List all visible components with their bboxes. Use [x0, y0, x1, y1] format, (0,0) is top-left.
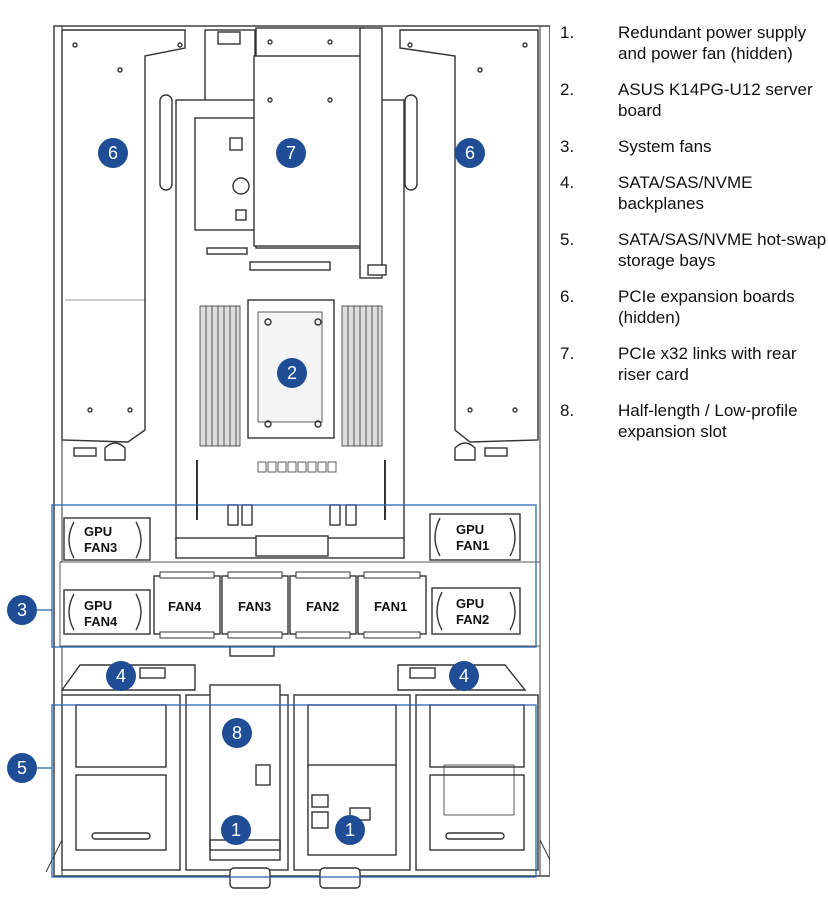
callout-7: 7: [276, 138, 306, 168]
legend-item-7: 7. PCIe x32 links with rear riser card: [560, 343, 828, 385]
svg-text:FAN3: FAN3: [238, 599, 271, 614]
svg-text:FAN3: FAN3: [84, 540, 117, 555]
legend-number: 3.: [560, 137, 575, 156]
callout-4-left-label: 4: [116, 666, 126, 686]
pcie-expansion-board-right: [382, 29, 539, 461]
gpu-fan3: GPU FAN3: [63, 517, 151, 561]
system-fans: FAN4 FAN3 FAN2 FAN1: [153, 571, 427, 639]
svg-text:4: 4: [116, 666, 126, 686]
callout-3: 3: [7, 595, 37, 625]
system-fan-2: FAN2: [289, 571, 357, 639]
gpu-fan1-line1: GPU: [456, 522, 484, 537]
callout-1-right-label: 1: [345, 820, 355, 840]
system-fan-1-label: FAN1: [374, 599, 407, 614]
svg-text:GPU: GPU: [84, 598, 112, 613]
callout-7-label: 7: [286, 143, 296, 163]
svg-text:6: 6: [108, 143, 118, 163]
svg-text:FAN4: FAN4: [84, 614, 118, 629]
svg-text:5: 5: [17, 758, 27, 778]
svg-text:GPU: GPU: [456, 522, 484, 537]
gpu-fan1: GPU FAN1: [429, 513, 521, 561]
server-layout-diagram: GPU FAN3 GPU FAN4 GPU FAN1 GPU FAN2 FAN4: [7, 25, 550, 889]
callout-8: 8: [222, 718, 252, 748]
legend-text: System fans: [618, 137, 712, 156]
svg-text:GPU: GPU: [456, 596, 484, 611]
system-fan-2-label: FAN2: [306, 599, 339, 614]
callout-4-right: 4: [449, 661, 479, 691]
system-fan-3-label: FAN3: [238, 599, 271, 614]
legend-text: SATA/SAS/NVME backplanes: [618, 173, 753, 213]
legend-item-4: 4. SATA/SAS/NVME backplanes: [560, 172, 828, 214]
legend-number: 7.: [560, 344, 575, 363]
storage-bay-4: [415, 694, 539, 871]
callout-4-left: 4: [106, 661, 136, 691]
system-fan-3: FAN3: [221, 571, 289, 639]
legend-item-6: 6. PCIe expansion boards (hidden): [560, 286, 828, 328]
component-legend: 1. Redundant power supply and power fan (…: [560, 22, 828, 457]
svg-text:FAN2: FAN2: [456, 612, 489, 627]
system-fan-4: FAN4: [153, 571, 221, 639]
svg-text:FAN1: FAN1: [374, 599, 407, 614]
callout-5: 5: [7, 753, 37, 783]
gpu-fan3-line2: FAN3: [84, 540, 117, 555]
legend-text: ASUS K14PG-U12 server board: [618, 80, 813, 120]
legend-text: SATA/SAS/NVME hot-swap storage bays: [618, 230, 827, 270]
callout-8-label: 8: [232, 723, 242, 743]
svg-text:6: 6: [465, 143, 475, 163]
legend-item-3: 3. System fans: [560, 136, 828, 157]
callout-6-left-label: 6: [108, 143, 118, 163]
legend-text: PCIe x32 links with rear riser card: [618, 344, 797, 384]
system-fan-1: FAN1: [357, 571, 427, 639]
pcie-expansion-board-left: [61, 29, 193, 461]
callout-2: 2: [277, 358, 307, 388]
storage-bay-1: [61, 694, 181, 871]
gpu-fan2-line1: GPU: [456, 596, 484, 611]
gpu-fan2: GPU FAN2: [431, 587, 521, 635]
gpu-fan4-line2: FAN4: [84, 614, 118, 629]
legend-item-8: 8. Half-length / Low-profile expansion sl…: [560, 400, 828, 442]
system-fan-4-label: FAN4: [168, 599, 202, 614]
gpu-fan4: GPU FAN4: [63, 589, 151, 635]
svg-text:FAN1: FAN1: [456, 538, 489, 553]
callout-6-right-label: 6: [465, 143, 475, 163]
legend-text: Redundant power supply and power fan (hi…: [618, 23, 807, 63]
svg-text:GPU: GPU: [84, 524, 112, 539]
svg-text:1: 1: [231, 820, 241, 840]
svg-text:1: 1: [345, 820, 355, 840]
svg-text:4: 4: [459, 666, 469, 686]
legend-number: 5.: [560, 230, 575, 249]
gpu-fan1-line2: FAN1: [456, 538, 489, 553]
legend-number: 6.: [560, 287, 575, 306]
callout-1-left-label: 1: [231, 820, 241, 840]
legend-item-1: 1. Redundant power supply and power fan (…: [560, 22, 828, 64]
svg-text:2: 2: [287, 363, 297, 383]
callout-3-label: 3: [17, 600, 27, 620]
callout-4-right-label: 4: [459, 666, 469, 686]
svg-text:7: 7: [286, 143, 296, 163]
gpu-fan3-line1: GPU: [84, 524, 112, 539]
legend-text: PCIe expansion boards (hidden): [618, 287, 795, 327]
storage-bays-highlight: [51, 704, 537, 878]
callout-6-right: 6: [455, 138, 485, 168]
svg-text:FAN2: FAN2: [306, 599, 339, 614]
gpu-fan4-line1: GPU: [84, 598, 112, 613]
callout-6-left: 6: [98, 138, 128, 168]
legend-item-5: 5. SATA/SAS/NVME hot-swap storage bays: [560, 229, 828, 271]
svg-text:3: 3: [17, 600, 27, 620]
svg-text:FAN4: FAN4: [168, 599, 202, 614]
legend-number: 4.: [560, 173, 575, 192]
callout-5-label: 5: [17, 758, 27, 778]
gpu-fan2-line2: FAN2: [456, 612, 489, 627]
legend-number: 1.: [560, 23, 575, 42]
legend-text: Half-length / Low-profile expansion slot: [618, 401, 798, 441]
system-fans-highlight: [51, 504, 537, 648]
legend-number: 8.: [560, 401, 575, 420]
svg-text:8: 8: [232, 723, 242, 743]
legend-item-2: 2. ASUS K14PG-U12 server board: [560, 79, 828, 121]
callout-1-right: 1: [335, 815, 365, 845]
callout-1-left: 1: [221, 815, 251, 845]
legend-number: 2.: [560, 80, 575, 99]
callout-2-label: 2: [287, 363, 297, 383]
